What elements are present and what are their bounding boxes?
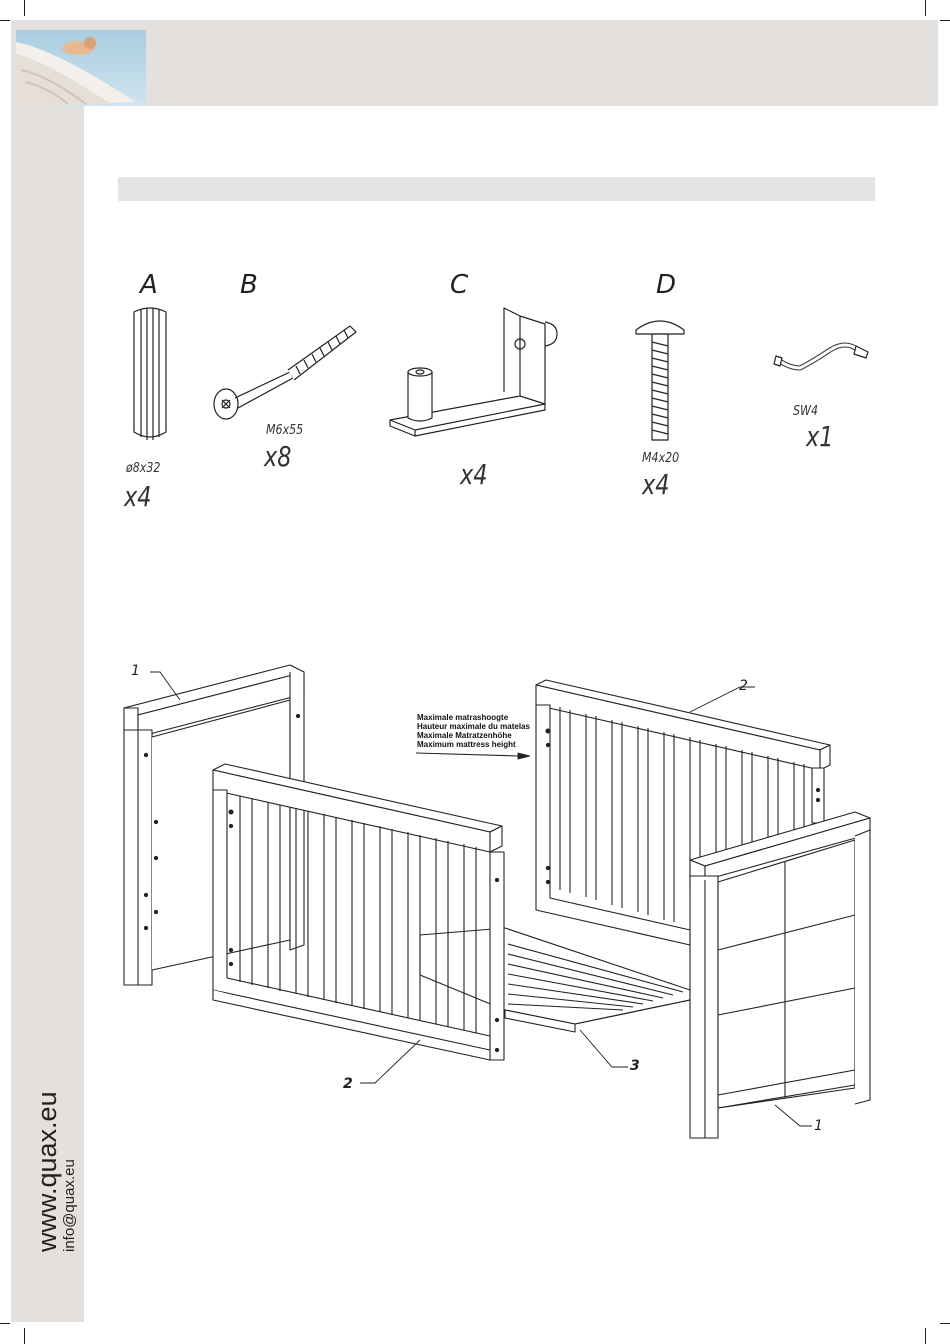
part-number-1-left: 1	[131, 663, 140, 679]
end-panel-right	[690, 812, 870, 1138]
mattress-label-en: Maximum mattress height	[417, 740, 530, 749]
mattress-height-label: Maximale matrashoogte Hauteur maximale d…	[417, 713, 530, 749]
part-number-1-right: 1	[814, 1118, 823, 1134]
email-link[interactable]: info@quax.eu	[61, 1159, 78, 1252]
mattress-label-de: Maximale Matratzenhöhe	[417, 731, 530, 740]
slat-base	[420, 928, 690, 1032]
mattress-label-nl: Maximale matrashoogte	[417, 713, 530, 722]
part-number-2-back: 2	[739, 678, 748, 694]
website-link[interactable]: www.quax.eu	[32, 1091, 63, 1252]
mattress-label-fr: Hauteur maximale du matelas	[417, 722, 530, 731]
part-number-3: 3	[630, 1058, 640, 1074]
part-number-2-front: 2	[343, 1076, 353, 1092]
